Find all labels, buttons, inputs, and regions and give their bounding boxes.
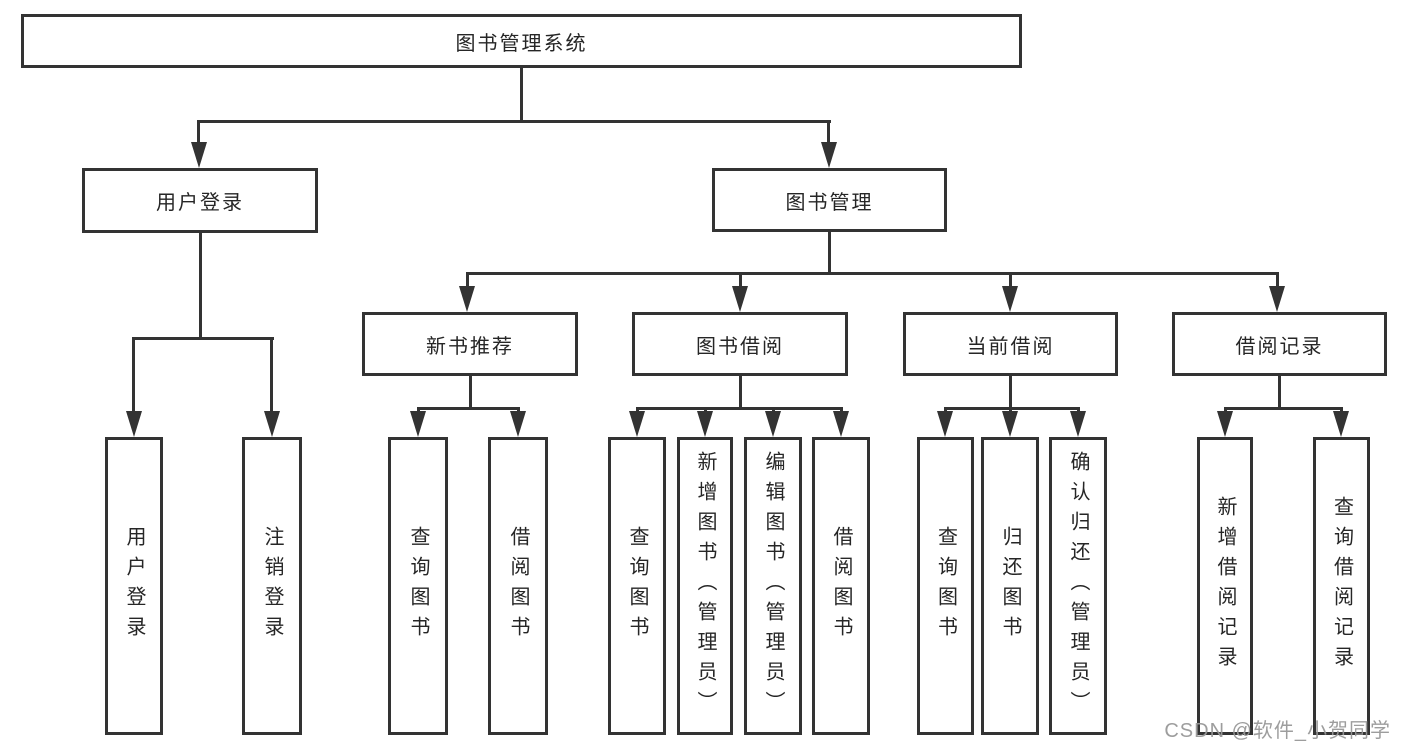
node-new-book-recommend-label: 新书推荐 [426, 335, 514, 358]
arrowhead [697, 411, 713, 437]
connector-feed [1009, 376, 1012, 407]
connector-stem [739, 272, 742, 288]
arrowhead [191, 142, 207, 168]
leaf-newrec-query-books: 查询图书 [388, 437, 448, 735]
leaf-records-query-record-label: 查询借阅记录 [1330, 496, 1353, 676]
arrowhead [821, 142, 837, 168]
connector-bookmgmt-feed [828, 232, 831, 272]
leaf-borrow-edit-books-admin: 编辑图书（管理员） [744, 437, 802, 735]
arrowhead [1217, 411, 1233, 437]
arrowhead [410, 411, 426, 437]
node-root-label: 图书管理系统 [455, 32, 588, 55]
leaf-user-login: 用户登录 [105, 437, 163, 735]
connector-feed [469, 376, 472, 407]
connector-bus [1224, 407, 1343, 410]
leaf-borrow-borrow-books: 借阅图书 [812, 437, 870, 735]
arrowhead [1002, 286, 1018, 312]
leaf-current-confirm-return-admin-label: 确认归还（管理员） [1067, 451, 1089, 721]
connector-bus [417, 407, 520, 410]
arrowhead [1002, 411, 1018, 437]
leaf-current-query-books: 查询图书 [917, 437, 974, 735]
connector-stem [132, 337, 135, 413]
node-book-borrowing: 图书借阅 [632, 312, 848, 376]
connector-bus-bookmgmt [466, 272, 1279, 275]
connector-feed [1278, 376, 1281, 407]
connector-stem [827, 120, 830, 145]
node-user-login-label: 用户登录 [156, 192, 244, 214]
arrowhead [1269, 286, 1285, 312]
leaf-records-add-record: 新增借阅记录 [1197, 437, 1253, 735]
leaf-newrec-query-books-label: 查询图书 [407, 526, 429, 646]
node-new-book-recommend: 新书推荐 [362, 312, 578, 376]
node-user-login: 用户登录 [82, 168, 318, 233]
connector-bus [636, 407, 843, 410]
arrowhead [1333, 411, 1349, 437]
csdn-watermark: CSDN @软件_小贺同学 [1164, 720, 1391, 742]
arrowhead [765, 411, 781, 437]
leaf-records-query-record: 查询借阅记录 [1313, 437, 1370, 735]
node-borrowing-records: 借阅记录 [1172, 312, 1387, 376]
leaf-current-confirm-return-admin: 确认归还（管理员） [1049, 437, 1107, 735]
leaf-current-return-books: 归还图书 [981, 437, 1039, 735]
connector-feed [739, 376, 742, 407]
leaf-borrow-edit-books-admin-label: 编辑图书（管理员） [762, 451, 784, 721]
arrowhead [459, 286, 475, 312]
node-borrowing-records-label: 借阅记录 [1235, 335, 1324, 358]
arrowhead [732, 286, 748, 312]
leaf-newrec-borrow-books: 借阅图书 [488, 437, 548, 735]
leaf-borrow-borrow-books-label: 借阅图书 [830, 526, 852, 646]
leaf-borrow-add-books-admin-label: 新增图书（管理员） [694, 451, 716, 721]
node-book-borrowing-label: 图书借阅 [696, 335, 784, 358]
leaf-logout-label: 注销登录 [261, 526, 283, 646]
leaf-newrec-borrow-books-label: 借阅图书 [507, 526, 529, 646]
connector-bus-userlogin [133, 337, 274, 340]
node-book-management-label: 图书管理 [785, 191, 874, 214]
arrowhead [833, 411, 849, 437]
node-book-management: 图书管理 [712, 168, 947, 232]
node-root: 图书管理系统 [21, 14, 1022, 68]
connector-stem [270, 337, 273, 413]
leaf-records-add-record-label: 新增借阅记录 [1214, 496, 1236, 676]
leaf-borrow-add-books-admin: 新增图书（管理员） [677, 437, 733, 735]
arrowhead [937, 411, 953, 437]
arrowhead [1070, 411, 1086, 437]
connector-stem [466, 272, 469, 288]
arrowhead [510, 411, 526, 437]
connector-stem [1276, 272, 1279, 288]
connector-root-feed [520, 68, 523, 123]
arrowhead [629, 411, 645, 437]
arrowhead [264, 411, 280, 437]
leaf-borrow-query-books-label: 查询图书 [626, 526, 648, 646]
node-current-borrowing-label: 当前借阅 [966, 335, 1055, 358]
connector-stem [197, 120, 200, 145]
leaf-current-query-books-label: 查询图书 [934, 526, 957, 646]
leaf-borrow-query-books: 查询图书 [608, 437, 666, 735]
connector-bus [944, 407, 1080, 410]
connector-userlogin-feed [199, 233, 202, 337]
connector-stem [1009, 272, 1012, 288]
node-current-borrowing: 当前借阅 [903, 312, 1118, 376]
arrowhead [126, 411, 142, 437]
leaf-user-login-label: 用户登录 [123, 526, 145, 646]
leaf-current-return-books-label: 归还图书 [999, 526, 1021, 646]
leaf-logout: 注销登录 [242, 437, 302, 735]
connector-bus-level1 [198, 120, 831, 123]
